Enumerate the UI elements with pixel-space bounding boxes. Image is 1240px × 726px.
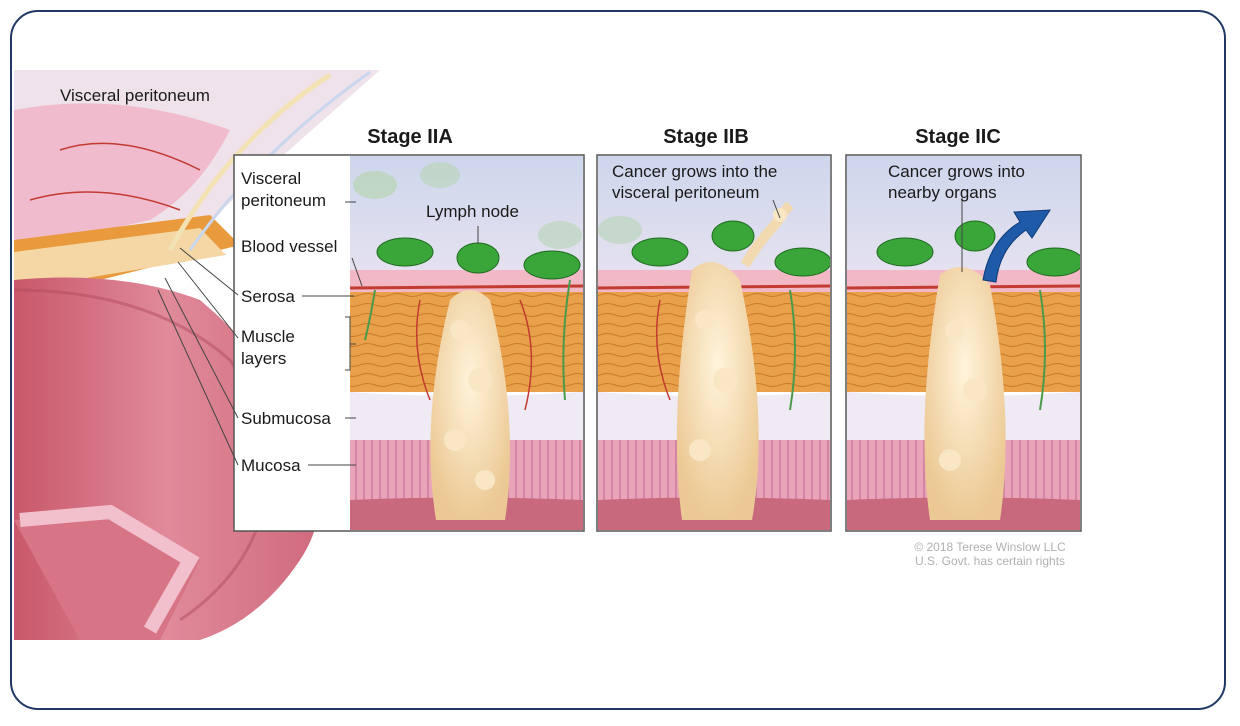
label-serosa: Serosa: [241, 287, 295, 306]
stage-iic-annotation-line1: Cancer grows into: [888, 162, 1026, 181]
copyright-line1: © 2018 Terese Winslow LLC: [914, 540, 1066, 554]
panel-stage-iic: [845, 154, 1082, 532]
panel-stage-iia: [233, 154, 585, 532]
label-layers: layers: [241, 349, 287, 368]
label-blood-vessel: Blood vessel: [241, 237, 338, 256]
visceral-peritoneum-top-label: Visceral peritoneum: [60, 86, 210, 105]
copyright-notice: © 2018 Terese Winslow LLC U.S. Govt. has…: [880, 540, 1100, 568]
label-peritoneum: peritoneum: [241, 191, 327, 210]
copyright-line2: U.S. Govt. has certain rights: [914, 554, 1066, 568]
stage-iic-title: Stage IIC: [915, 126, 1001, 148]
stage-iib-annotation-line1: Cancer grows into the: [612, 162, 778, 181]
leader-lines: [157, 199, 781, 466]
stage-iia-title: Stage IIA: [367, 126, 453, 148]
panel-stage-iib: [596, 154, 832, 532]
label-muscle: Muscle: [241, 327, 295, 346]
label-lymph-node: Lymph node: [426, 202, 519, 221]
stage-iib-annotation-line2: visceral peritoneum: [612, 183, 760, 202]
label-mucosa: Mucosa: [241, 456, 301, 475]
spread-arrow-icon: [982, 209, 1051, 283]
stage-iic-annotation-line2: nearby organs: [888, 183, 997, 202]
label-submucosa: Submucosa: [241, 409, 331, 428]
stage-iib-title: Stage IIB: [663, 126, 749, 148]
label-visceral: Visceral: [241, 169, 302, 188]
